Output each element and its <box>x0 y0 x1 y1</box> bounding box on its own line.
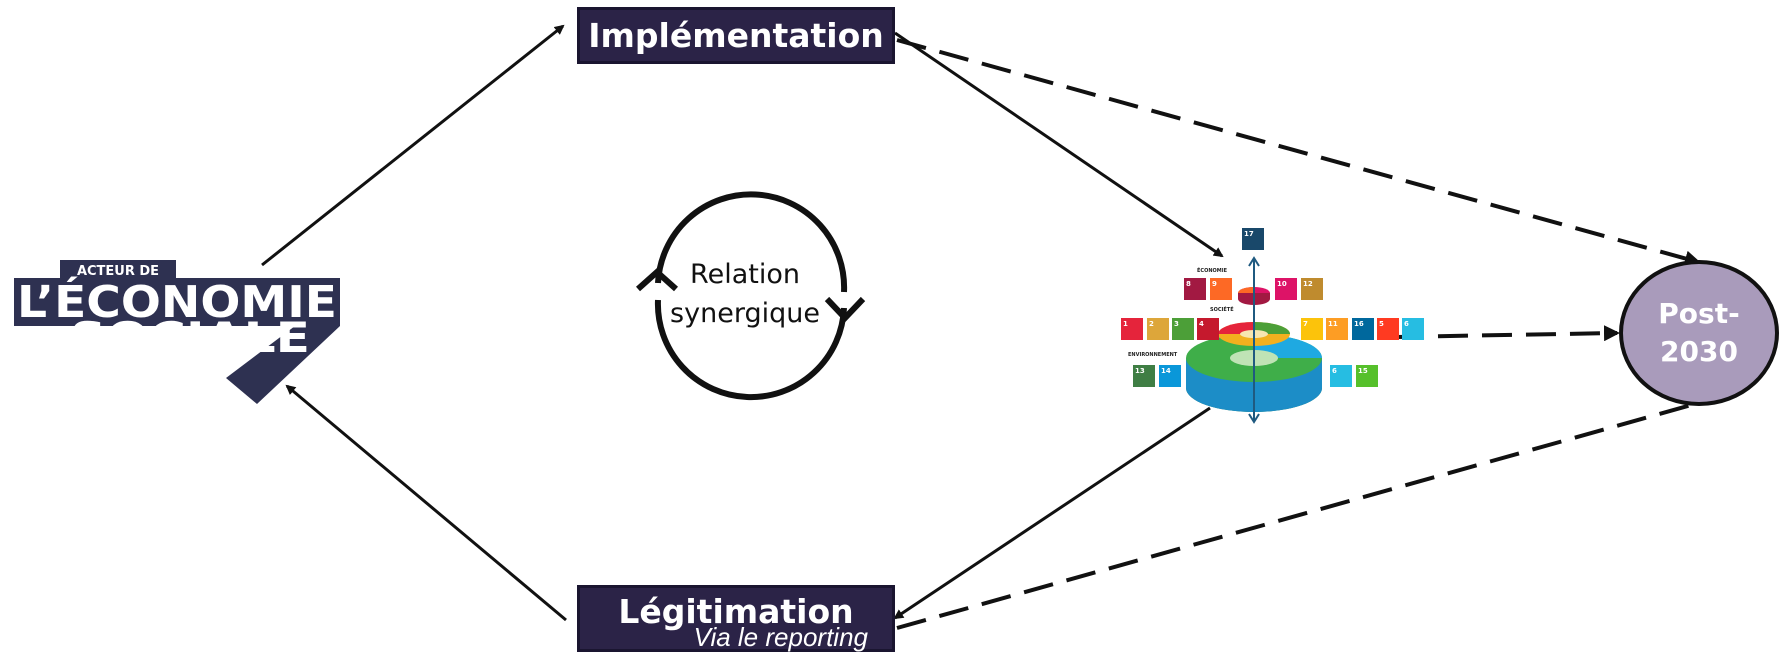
economie-sociale-logo: ACTEUR DE L’ÉCONOMIE SOCIALE <box>14 260 340 404</box>
arrow-sdg-to-legitimation <box>893 406 1211 620</box>
sdg-4-icon <box>1197 318 1219 340</box>
implementation-box: Implémentation <box>577 7 895 64</box>
sdg-8-number: 8 <box>1186 280 1191 288</box>
sdg-17-icon <box>1242 228 1264 250</box>
post-2030-node: Post-2030 <box>1619 260 1779 406</box>
sdg-13-number: 13 <box>1135 367 1145 375</box>
sdg-6-icon <box>1402 318 1424 340</box>
dashed-arrow-sdg-to-post <box>1393 325 1620 342</box>
sdg-15-icon <box>1356 365 1378 387</box>
sdg-7-icon <box>1301 318 1323 340</box>
sdg-11-icon <box>1326 318 1348 340</box>
sdg-6-number: 6 <box>1404 320 1409 328</box>
sdg-16-number: 16 <box>1354 320 1364 328</box>
legitimation-box: Légitimation Via le reporting <box>577 585 895 652</box>
sdg-2-number: 2 <box>1149 320 1154 328</box>
sdg-3-icon <box>1172 318 1194 340</box>
sdg-5-icon <box>1377 318 1399 340</box>
sdg-15-number: 15 <box>1358 367 1368 375</box>
arrow-legitimation-to-logo <box>285 384 567 622</box>
arrow-logo-to-implementation <box>261 24 565 267</box>
sdg-axis <box>1248 256 1260 424</box>
sdg-label-economy: ÉCONOMIE <box>1197 266 1228 274</box>
sdg-1-icon <box>1121 318 1143 340</box>
logo-line2: L’ÉCONOMIE <box>17 275 337 328</box>
sdg-9-number: 9 <box>1212 280 1217 288</box>
sdg-2-icon <box>1147 318 1169 340</box>
sdg-label-environment: ENVIRONNEMENT <box>1128 352 1178 358</box>
sdg-1-number: 1 <box>1123 320 1128 328</box>
post-2030-label: Post-2030 <box>1658 297 1740 368</box>
arrow-implementation-to-sdg <box>894 31 1224 258</box>
sdg-16-icon <box>1352 318 1374 340</box>
sdg-13-icon <box>1133 365 1155 387</box>
sdg-11-number: 11 <box>1328 320 1338 328</box>
legitimation-sublabel: Via le reporting <box>693 622 868 652</box>
sdg-label-society: SOCIÉTÉ <box>1210 305 1234 313</box>
sdg-12-number: 12 <box>1303 280 1313 288</box>
synergy-cycle-icon <box>635 191 866 401</box>
sdg-3-number: 3 <box>1174 320 1179 328</box>
sdg-6-number: 6 <box>1332 367 1337 375</box>
synergy-label: Relation synergique <box>670 259 820 329</box>
implementation-label: Implémentation <box>588 16 884 55</box>
sdg-17-number: 17 <box>1244 230 1254 238</box>
dashed-line-legitimation-to-post <box>896 400 1703 630</box>
sdg-5-number: 5 <box>1379 320 1384 328</box>
sdg-10-icon <box>1275 278 1297 300</box>
sdg-4-number: 4 <box>1199 320 1204 328</box>
sdg-7-number: 7 <box>1303 320 1308 328</box>
sdg-12-icon <box>1301 278 1323 300</box>
sdg-8-icon <box>1184 278 1206 300</box>
dashed-arrow-implementation-to-post <box>896 38 1701 267</box>
sdg-9-icon <box>1210 278 1232 300</box>
sdg-10-number: 10 <box>1277 280 1287 288</box>
logo-line1: ACTEUR DE <box>77 264 159 279</box>
logo-line3: SOCIALE <box>70 313 310 362</box>
sdg-14-icon <box>1159 365 1181 387</box>
legitimation-label: Légitimation <box>618 592 854 631</box>
sdg-14-number: 14 <box>1161 367 1171 375</box>
sdg-6-icon <box>1330 365 1352 387</box>
